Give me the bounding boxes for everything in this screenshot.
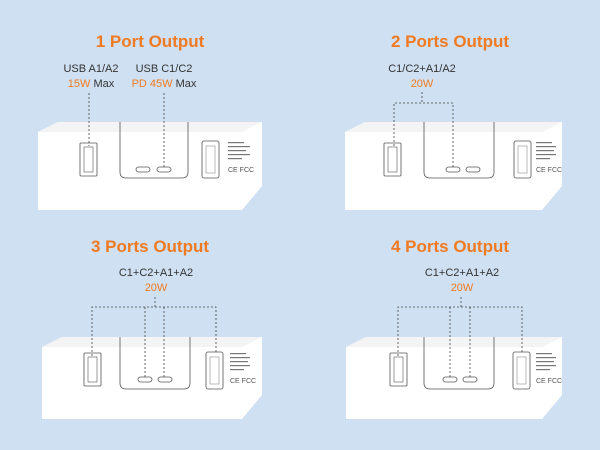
panel-title: 1 Port Output [95,32,205,51]
panel-1-port: 1 Port Output USB A1/A2 15W Max USB C1/C… [0,0,300,225]
combo-ports-text: C1+C2+A1+A2 [118,267,194,279]
combo-power-value: 20W [450,282,474,294]
usb-c-label: USB C1/C2 PD 45W Max [126,62,202,92]
usb-a-power-line: 15W Max [56,77,126,92]
usb-c-power-suffix: Max [172,78,197,90]
ce-fcc-mark: CE FCC [230,378,256,385]
panel-4-ports: 4 Ports Output C1+C2+A1+A2 20W CE FCC [300,225,600,450]
combo-ports-text: C1/C2+A1/A2 [388,63,456,75]
usb-c-power-line: PD 45W Max [126,77,202,92]
charger-device-illustration: CE FCC [345,92,562,210]
panel-2-ports: 2 Ports Output C1/C2+A1/A2 20W CE FCC [300,0,600,225]
combo-ports-text: C1+C2+A1+A2 [424,267,500,279]
ce-fcc-mark: CE FCC [228,167,254,174]
combo-label: C1/C2+A1/A2 20W [370,62,474,92]
spec-text-lines [536,353,556,371]
panel-3-ports: 3 Ports Output C1+C2+A1+A2 20W CE FCC [0,225,300,450]
usb-c2-port-icon [157,376,173,383]
usb-a-port-icon [389,352,408,387]
combo-power-value: 20W [144,282,168,294]
charger-device-illustration: CE FCC [346,297,562,419]
usb-a-port-icon [83,352,102,387]
panel-title: 2 Ports Output [390,32,510,51]
spec-text-lines [536,142,556,160]
usb-a-port-icon [79,142,98,177]
usb-c2-port-icon [465,166,481,173]
usb-a-label: USB A1/A2 15W Max [56,62,126,92]
combo-label: C1+C2+A1+A2 20W [410,266,514,296]
ce-fcc-mark: CE FCC [536,167,562,174]
panel-title: 3 Ports Output [90,237,210,256]
usb-c1-port-icon [135,166,151,173]
spec-text-lines [230,353,250,371]
usb-c-power-value: PD 45W [131,78,173,90]
usb-a-power-value: 15W [67,78,91,90]
usb-a-ports-text: USB A1/A2 [63,63,119,75]
charger-device-illustration: CE FCC [42,297,262,419]
panel-title: 4 Ports Output [390,237,510,256]
combo-label: C1+C2+A1+A2 20W [104,266,208,296]
ce-fcc-mark: CE FCC [536,378,562,385]
usb-a-port-icon [383,142,402,177]
combo-power-value: 20W [410,78,434,90]
usb-c-ports-text: USB C1/C2 [135,63,193,75]
spec-text-lines [228,142,250,160]
usb-a-power-suffix: Max [90,78,115,90]
charger-device-illustration: CE FCC [38,93,262,210]
